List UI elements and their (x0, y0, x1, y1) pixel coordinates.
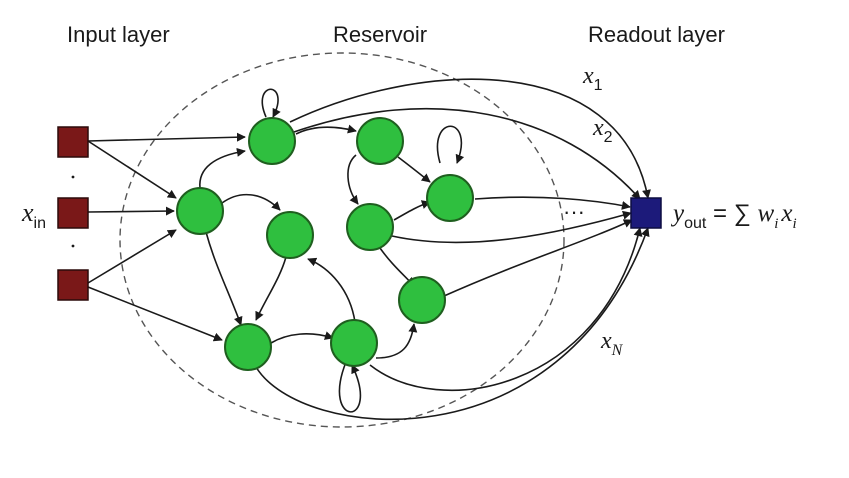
edge-in1-n1 (87, 132, 246, 142)
edge-n1-n5 (295, 124, 357, 135)
edge-n7-out (369, 227, 643, 392)
x-in-label: xin (21, 198, 46, 232)
reservoir-title: Reservoir (333, 22, 427, 47)
edge-in1-n2 (87, 140, 177, 199)
edge-self-n8 (436, 125, 465, 164)
edge-n7-n9 (375, 323, 418, 359)
x1-label: x1 (582, 63, 603, 94)
input-dot-1 (71, 175, 75, 179)
reservoir-node-4 (224, 323, 272, 371)
readout-node (630, 197, 662, 229)
edge-n5-n8 (397, 156, 431, 183)
edge-n6-n8 (393, 200, 431, 221)
edge-n1-out-x1 (289, 78, 651, 199)
x2-label: x2 (592, 115, 613, 146)
edge-n7-n3 (307, 257, 356, 323)
reservoir-node-2 (176, 187, 224, 235)
edge-in3-n2 (87, 229, 177, 284)
reservoir-node-8 (426, 174, 474, 222)
edge-n4-n7 (270, 331, 334, 344)
edges (87, 78, 651, 421)
reservoir-node-1 (248, 117, 296, 165)
edge-n2-n3 (221, 193, 281, 211)
input-layer-title: Input layer (67, 22, 170, 47)
edge-in2-n2 (87, 206, 175, 216)
input-node-1 (57, 126, 89, 158)
edge-in3-n4 (87, 286, 223, 342)
reservoir-node-6 (346, 203, 394, 251)
edge-self-n1 (261, 88, 281, 118)
edge-self-n7 (338, 361, 362, 413)
reservoir-node-9 (398, 276, 446, 324)
reservoir-node-5 (356, 117, 404, 165)
edge-n2-n1 (199, 147, 246, 189)
edge-n2-n4 (205, 231, 243, 326)
reservoir-boundary (119, 52, 565, 428)
reservoir-node-7 (330, 319, 378, 367)
readout-layer-title: Readout layer (588, 22, 725, 47)
ellipsis-label: ··· (563, 199, 585, 224)
edge-n3-n4 (255, 256, 287, 321)
edge-n9-out (443, 219, 633, 297)
reservoir-node-3 (266, 211, 314, 259)
reservoir-nodes (176, 117, 474, 371)
edge-n4-out (255, 227, 650, 421)
edge-n1-out-x2 (293, 107, 641, 200)
input-node-2 (57, 197, 89, 229)
input-dot-2 (71, 244, 75, 248)
edge-n6-out (391, 210, 632, 244)
edge-n5-n6 (347, 154, 359, 205)
input-node-3 (57, 269, 89, 301)
xN-label: xN (600, 328, 624, 359)
edge-n8-out (474, 196, 631, 210)
